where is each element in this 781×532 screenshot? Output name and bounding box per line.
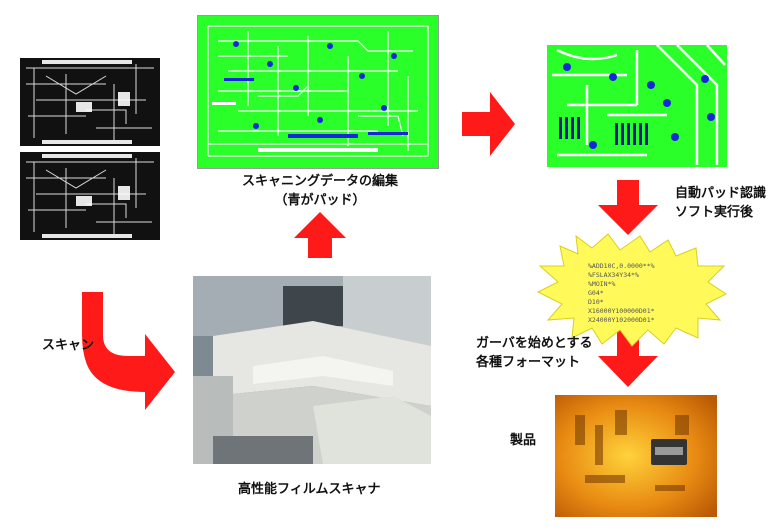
arrow-right xyxy=(462,92,515,156)
format-label-line2: 各種フォーマット xyxy=(476,355,581,370)
arrow-down-1 xyxy=(598,180,658,235)
pad-recognition-svg xyxy=(547,45,727,167)
burst-line: G04* xyxy=(588,289,604,297)
pcb-film-image xyxy=(16,54,164,246)
pcb-film-svg xyxy=(16,54,164,246)
scan-label: スキャン xyxy=(42,336,94,355)
burst-line: X24000Y102000D01* xyxy=(588,316,655,324)
arrow-down-2 xyxy=(598,330,658,387)
edit-label-line2: （青がパッド） xyxy=(274,193,366,208)
scanner-label: 高性能フィルムスキャナ xyxy=(238,480,380,499)
burst-text-lines: %ADD10C,0.0000**% %FSLAX34Y34*% %MOIN*% … xyxy=(588,262,655,324)
edit-label: スキャニングデータの編集 （青がパッド） xyxy=(230,172,410,210)
format-burst xyxy=(536,233,727,347)
burst-line: X16000Y100000D01* xyxy=(588,307,655,315)
edit-label-line1: スキャニングデータの編集 xyxy=(241,174,398,189)
auto-pad-label: 自動パッド認識 ソフト実行後 xyxy=(675,184,766,222)
arrow-up xyxy=(294,212,346,258)
format-label: ガーバを始めとする 各種フォーマット xyxy=(476,334,592,372)
edited-scan-svg xyxy=(198,16,438,168)
burst-line: D10* xyxy=(588,298,604,306)
pad-recognition-image xyxy=(547,45,727,167)
scanner-label-text: 高性能フィルムスキャナ xyxy=(238,482,381,497)
arrow-scan xyxy=(82,292,175,410)
burst-line: %MOIN*% xyxy=(588,280,615,288)
product-svg xyxy=(555,395,717,517)
burst-line: %FSLAX34Y34*% xyxy=(588,271,639,279)
format-label-line1: ガーバを始めとする xyxy=(476,336,593,351)
edited-scan-image xyxy=(197,15,439,169)
auto-pad-label-line1: 自動パッド認識 xyxy=(675,186,767,201)
product-label: 製品 xyxy=(510,431,536,450)
film-scanner-svg xyxy=(193,276,431,464)
scan-label-text: スキャン xyxy=(42,338,95,353)
product-image xyxy=(555,395,717,517)
auto-pad-label-line2: ソフト実行後 xyxy=(675,205,754,220)
product-label-text: 製品 xyxy=(510,433,537,448)
burst-line: %ADD10C,0.0000**% xyxy=(588,262,655,270)
film-scanner-image xyxy=(193,276,431,464)
